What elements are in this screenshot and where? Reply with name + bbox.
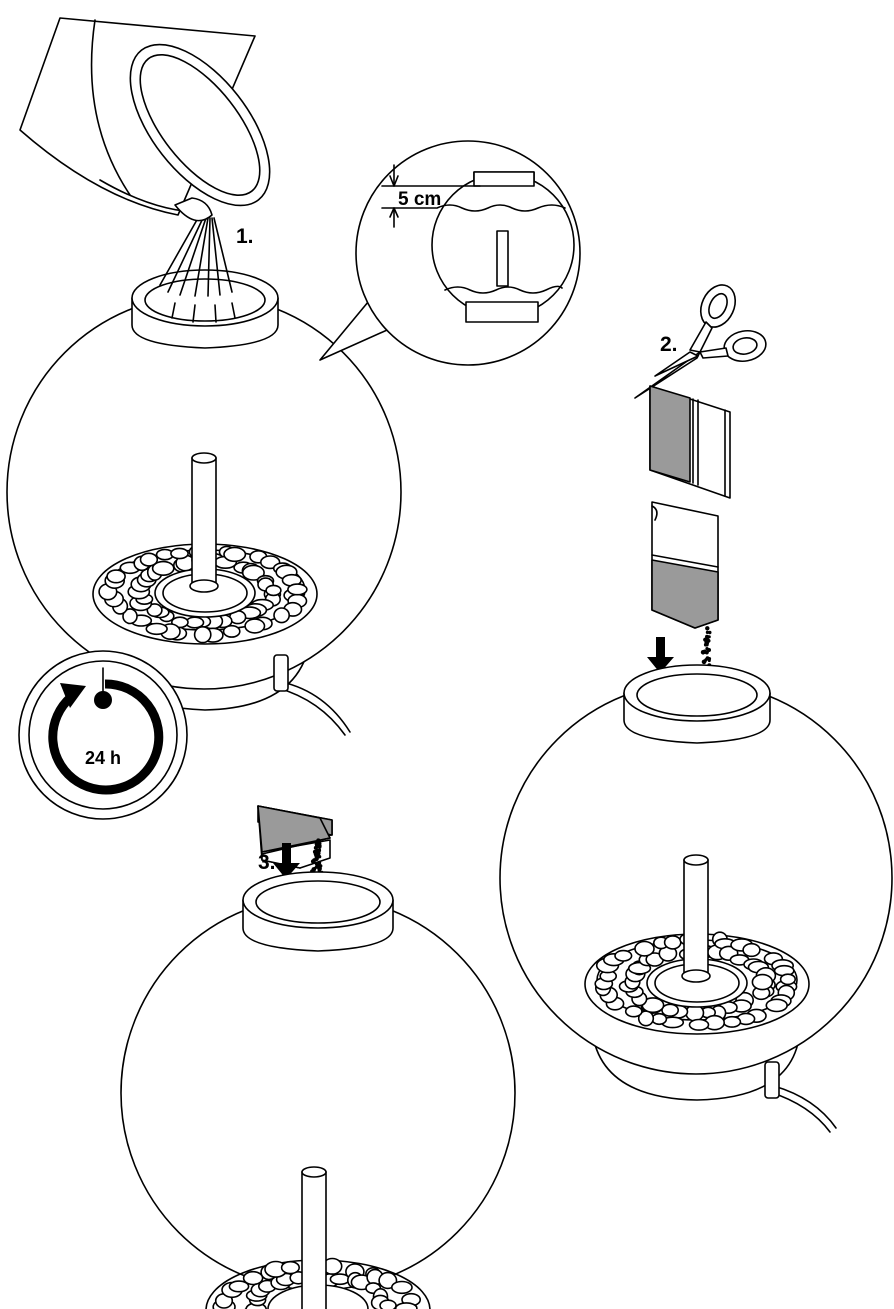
bacteria-grain: [311, 859, 315, 863]
step3-illustration: 24 h 3.: [18, 650, 516, 1309]
gravel-rock: [139, 552, 159, 567]
gravel-rock: [193, 625, 212, 644]
step1-number: 1.: [236, 225, 254, 248]
timer-24h: 24 h: [18, 650, 188, 820]
water-level-label: 5 cm: [398, 189, 441, 210]
gravel-rock: [688, 1018, 710, 1031]
bacteria-grain: [705, 630, 710, 635]
gravel-rock: [287, 583, 308, 596]
gravel-rock: [722, 1015, 742, 1028]
bacteria-bag-3: [257, 805, 333, 869]
gravel-rock: [663, 935, 682, 950]
bacteria-grain: [314, 862, 318, 866]
clock-arrow-icon: [48, 679, 164, 795]
water-stream: [159, 217, 236, 323]
gravel-rock: [146, 603, 163, 618]
bacteria-bag-pouring: [651, 501, 719, 629]
aquarium-globe-2: [499, 664, 893, 1133]
timer-label: 24 h: [85, 748, 121, 768]
water-bucket: [19, 17, 271, 222]
filter-pipe-1: [189, 452, 219, 593]
step1-illustration: 5 cm 1.: [6, 17, 581, 736]
scissors-icon: [634, 284, 767, 399]
bacteria-grain: [705, 626, 710, 631]
aquarium-neck-1: [131, 269, 279, 349]
bacteria-grain: [700, 650, 706, 655]
gravel-rock: [170, 547, 189, 560]
bacteria-grain: [313, 845, 318, 850]
gravel-rock: [742, 942, 761, 958]
gravel-rock: [244, 618, 266, 634]
gravel-rock: [273, 607, 290, 624]
bacteria-grain: [708, 630, 712, 635]
bacteria-grain: [318, 864, 323, 868]
arrow-down-icon-3: [273, 843, 300, 879]
gravel-rock: [779, 973, 797, 986]
gravel-rock: [751, 973, 774, 991]
gravel-rock: [145, 622, 168, 636]
bacteria-grain: [707, 635, 711, 639]
water-level-zoom: 5 cm: [319, 140, 581, 366]
bacteria-bag-cut: [649, 385, 731, 499]
bacteria-grain: [707, 657, 712, 661]
gravel-rock: [222, 624, 241, 638]
gravel-rock: [390, 1280, 413, 1295]
aquarium-globe-1: [6, 17, 402, 736]
bacteria-grain: [703, 659, 707, 663]
gravel-rock: [765, 998, 788, 1013]
gravel-rock: [379, 1299, 397, 1309]
gravel-rock: [241, 564, 265, 581]
gravel-rock: [242, 1270, 264, 1286]
bacteria-grain: [703, 642, 708, 647]
step2-illustration: 2.: [499, 284, 893, 1133]
arrow-down-icon: [647, 637, 674, 673]
gravel-rock: [280, 1260, 301, 1275]
gravel-rock: [265, 584, 282, 597]
gravel-rock: [228, 1280, 250, 1293]
bacteria-grain: [704, 650, 709, 655]
gravel-rock: [651, 1012, 668, 1026]
gravel-rock: [394, 1302, 418, 1309]
gravel-rock: [661, 1003, 680, 1017]
aquarium-globe-3: [120, 871, 516, 1309]
gravel-rock: [223, 546, 247, 563]
gravel-rock: [614, 949, 633, 962]
gravel-rock: [624, 1005, 643, 1018]
gravel-rock: [122, 608, 138, 625]
gravel-rock: [634, 940, 655, 957]
step3-number: 3.: [258, 851, 276, 874]
step2-number: 2.: [660, 333, 678, 356]
gravel-rock: [106, 569, 126, 584]
